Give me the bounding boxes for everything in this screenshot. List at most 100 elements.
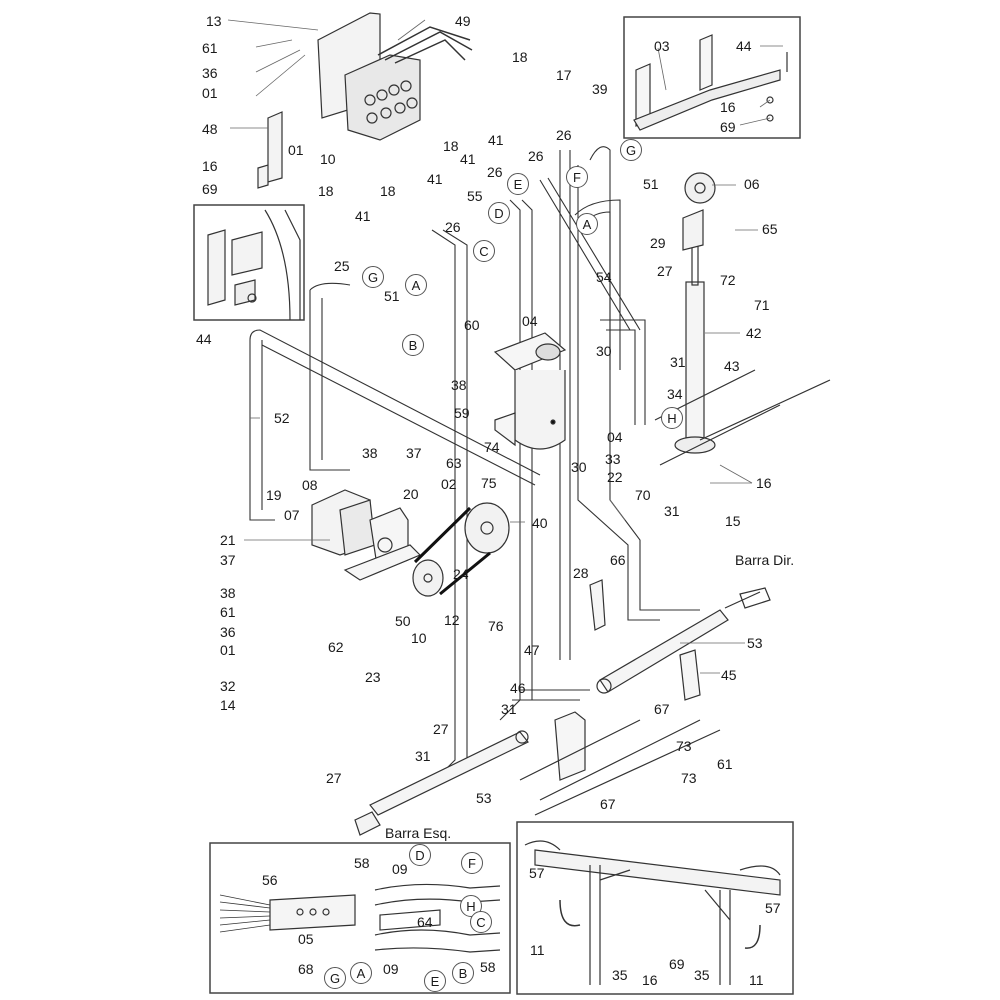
callout-62: 62 <box>328 639 344 655</box>
callout-40: 40 <box>532 515 548 531</box>
callout-38: 38 <box>220 585 236 601</box>
callout-07: 07 <box>284 507 300 523</box>
callout-38: 38 <box>451 377 467 393</box>
valve-block <box>318 13 472 140</box>
callout-51: 51 <box>384 288 400 304</box>
boom-frame <box>525 841 780 985</box>
callout-57: 57 <box>529 865 545 881</box>
callout-39: 39 <box>592 81 608 97</box>
hose-bundle <box>220 884 500 952</box>
callout-73: 73 <box>681 770 697 786</box>
callout-14: 14 <box>220 697 236 713</box>
callout-53: 53 <box>476 790 492 806</box>
callout-36: 36 <box>202 65 218 81</box>
pump-assembly <box>312 490 420 580</box>
connection-marker-g: G <box>324 967 346 989</box>
callout-08: 08 <box>302 477 318 493</box>
callout-58: 58 <box>354 855 370 871</box>
inset-frame-bracket <box>623 16 801 139</box>
post-48 <box>258 112 282 188</box>
callout-54: 54 <box>596 269 612 285</box>
callout-09: 09 <box>383 961 399 977</box>
callout-11: 11 <box>749 972 764 988</box>
callout-26: 26 <box>445 219 461 235</box>
callout-13: 13 <box>206 13 222 29</box>
callout-68: 68 <box>298 961 314 977</box>
callout-27: 27 <box>657 263 673 279</box>
cylinder-53-right <box>596 588 770 694</box>
connection-marker-d: D <box>488 202 510 224</box>
callout-01: 01 <box>220 642 236 658</box>
callout-27: 27 <box>433 721 449 737</box>
callout-17: 17 <box>556 67 572 83</box>
callout-66: 66 <box>610 552 626 568</box>
callout-18: 18 <box>380 183 396 199</box>
connection-marker-g: G <box>620 139 642 161</box>
callout-44: 44 <box>736 38 752 54</box>
callout-26: 26 <box>528 148 544 164</box>
leader-lines <box>228 20 783 673</box>
callout-26: 26 <box>556 127 572 143</box>
callout-61: 61 <box>202 40 218 56</box>
callout-50: 50 <box>395 613 411 629</box>
callout-16: 16 <box>642 972 658 988</box>
callout-31: 31 <box>670 354 686 370</box>
callout-30: 30 <box>571 459 587 475</box>
belt-and-pulleys <box>412 502 510 597</box>
connection-marker-c: C <box>470 911 492 933</box>
callout-67: 67 <box>600 796 616 812</box>
callout-61: 61 <box>220 604 236 620</box>
callout-69: 69 <box>202 181 218 197</box>
callout-11: 11 <box>530 942 545 958</box>
callout-29: 29 <box>650 235 666 251</box>
callout-31: 31 <box>501 701 517 717</box>
callout-71: 71 <box>754 297 770 313</box>
callout-56: 56 <box>262 872 278 888</box>
callout-67: 67 <box>654 701 670 717</box>
callout-63: 63 <box>446 455 462 471</box>
callout-26: 26 <box>487 164 503 180</box>
callout-04: 04 <box>607 429 623 445</box>
callout-69: 69 <box>720 119 736 135</box>
barra-esq-label: Barra Esq. <box>385 825 452 841</box>
hydraulic-hoses <box>250 147 700 775</box>
callout-53: 53 <box>747 635 763 651</box>
callout-45: 45 <box>721 667 737 683</box>
callout-28: 28 <box>573 565 589 581</box>
callout-27: 27 <box>326 770 342 786</box>
callout-24: 24 <box>453 566 469 582</box>
callout-58: 58 <box>480 959 496 975</box>
cylinder-53-left <box>355 730 528 835</box>
mount-detail <box>208 210 300 320</box>
callout-36: 36 <box>220 624 236 640</box>
callout-02: 02 <box>441 476 457 492</box>
callout-31: 31 <box>415 748 431 764</box>
callout-51: 51 <box>643 176 659 192</box>
callout-64: 64 <box>417 914 433 930</box>
connection-marker-f: F <box>461 852 483 874</box>
connection-marker-c: C <box>473 240 495 262</box>
hinge-brackets <box>520 580 720 815</box>
callout-30: 30 <box>596 343 612 359</box>
callout-52: 52 <box>274 410 290 426</box>
connection-marker-e: E <box>424 970 446 992</box>
callout-16: 16 <box>756 475 772 491</box>
callout-16: 16 <box>720 99 736 115</box>
callout-57: 57 <box>765 900 781 916</box>
callout-25: 25 <box>334 258 350 274</box>
callout-75: 75 <box>481 475 497 491</box>
callout-18: 18 <box>443 138 459 154</box>
callout-46: 46 <box>510 680 526 696</box>
callout-70: 70 <box>635 487 651 503</box>
callout-74: 74 <box>484 439 500 455</box>
callout-31: 31 <box>664 503 680 519</box>
connection-marker-g: G <box>362 266 384 288</box>
callout-35: 35 <box>612 967 628 983</box>
callout-06: 06 <box>744 176 760 192</box>
callout-41: 41 <box>355 208 371 224</box>
callout-20: 20 <box>403 486 419 502</box>
barra-dir-label: Barra Dir. <box>735 552 795 568</box>
callout-37: 37 <box>220 552 236 568</box>
inset-frame-hose-bundle <box>209 842 511 994</box>
